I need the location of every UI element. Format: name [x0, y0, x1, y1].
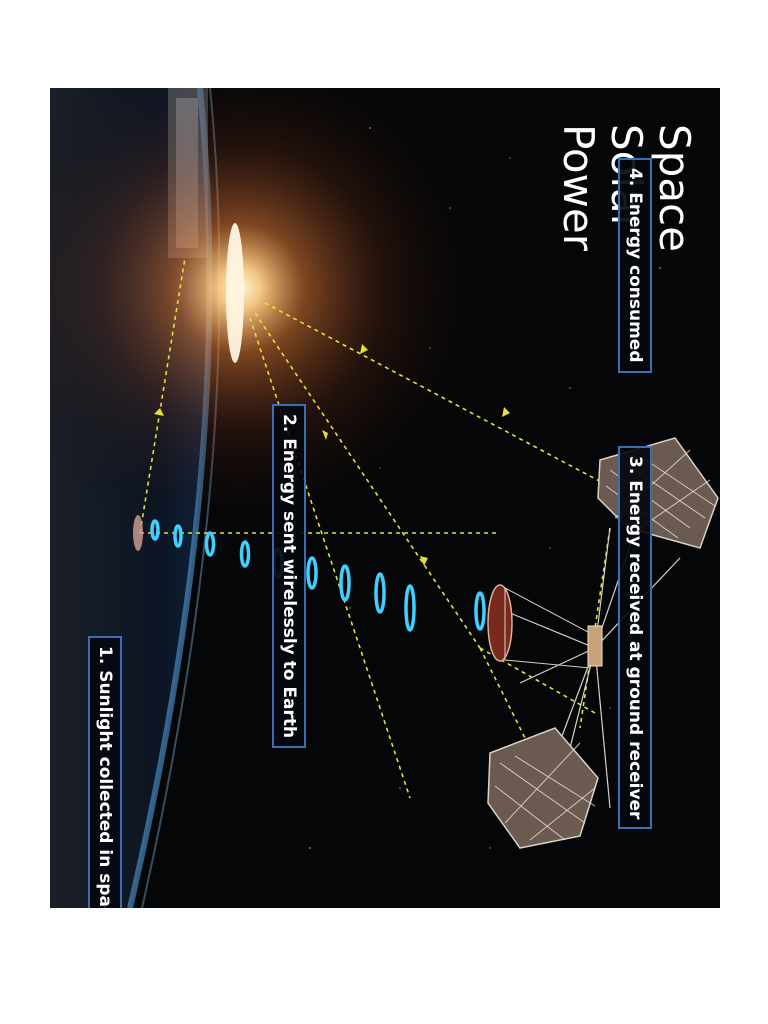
sun [226, 223, 244, 363]
satellite-hub [587, 625, 603, 667]
step-label-energy-consumed: 4. Energy consumed [618, 158, 652, 373]
slide-image: Space Solar Power 1. Sunlight collected … [50, 88, 720, 908]
ground-receiver [133, 515, 143, 551]
transmitter-dish [487, 584, 513, 662]
collector-panel-lower [487, 727, 599, 849]
step-label-energy-sent: 2. Energy sent wirelessly to Earth [272, 404, 306, 749]
path-arrows [154, 344, 510, 566]
sun-glow [50, 88, 500, 548]
step-label-sunlight-collected: 1. Sunlight collected in space [88, 636, 122, 908]
slide-text-layer: Space Solar Power 1. Sunlight collected … [50, 88, 720, 908]
step-label-energy-received: 3. Energy received at ground receiver [618, 446, 652, 830]
